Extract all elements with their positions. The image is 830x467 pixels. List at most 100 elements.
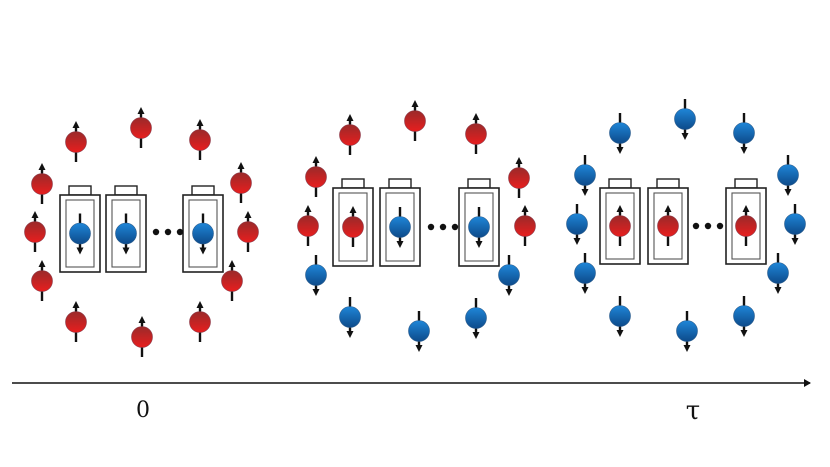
- ellipsis-dot: [176, 228, 184, 236]
- battery-cap: [114, 185, 138, 196]
- spin-arrow-up-icon: [312, 156, 320, 163]
- spin-arrow-up-icon: [196, 119, 204, 126]
- spin-arrow-down-icon: [791, 238, 799, 245]
- spin-arrow-down-icon: [312, 289, 320, 296]
- spin-ball: [508, 167, 530, 189]
- battery-inner: [653, 192, 683, 260]
- spin-arrow-up-icon: [196, 301, 204, 308]
- spin-ball: [189, 311, 211, 333]
- spin-arrow-down-icon: [616, 330, 624, 337]
- spin-up: [221, 260, 243, 301]
- spin-up: [514, 205, 536, 246]
- ellipsis-dot: [427, 223, 435, 231]
- spin-ball: [189, 129, 211, 151]
- battery: [647, 178, 689, 265]
- spin-ball: [221, 270, 243, 292]
- spin-ball: [676, 320, 698, 342]
- spin-arrow-down-icon: [740, 147, 748, 154]
- spin-ball: [468, 216, 490, 238]
- battery-cap: [656, 178, 680, 189]
- spin-ball: [733, 122, 755, 144]
- spin-arrow-up-icon: [664, 205, 672, 212]
- spin-arrow-up-icon: [616, 205, 624, 212]
- spin-down: [465, 298, 487, 339]
- spin-down: [674, 99, 696, 140]
- battery-cap: [341, 178, 365, 189]
- ellipsis-dot: [704, 222, 712, 230]
- spin-arrow-up-icon: [38, 260, 46, 267]
- stage-2: [297, 100, 536, 352]
- ellipsis-dot: [439, 223, 447, 231]
- spin-ball: [609, 305, 631, 327]
- spin-down: [777, 155, 799, 196]
- spin-up: [657, 205, 679, 246]
- battery-inner: [605, 192, 635, 260]
- spin-up: [609, 205, 631, 246]
- spin-ball: [609, 215, 631, 237]
- time-end-label: τ: [685, 396, 701, 426]
- battery: [379, 178, 421, 267]
- spin-down: [408, 311, 430, 352]
- spin-ball: [65, 131, 87, 153]
- spin-arrow-down-icon: [740, 330, 748, 337]
- spin-arrow-up-icon: [244, 211, 252, 218]
- spin-down: [574, 253, 596, 294]
- battery: [59, 185, 101, 273]
- spin-up: [189, 119, 211, 160]
- spin-arrow-up-icon: [346, 114, 354, 121]
- ellipsis-dot: [692, 222, 700, 230]
- spin-ball: [657, 215, 679, 237]
- spin-up: [24, 211, 46, 252]
- spin-ball: [733, 305, 755, 327]
- spin-ball: [31, 270, 53, 292]
- spin-up: [31, 260, 53, 301]
- spin-arrow-down-icon: [581, 189, 589, 196]
- ellipsis-dot: [716, 222, 724, 230]
- spin-up: [404, 100, 426, 141]
- spin-up: [189, 301, 211, 342]
- spin-ball: [305, 264, 327, 286]
- spin-down: [305, 255, 327, 296]
- spin-down: [468, 207, 490, 248]
- spin-ball: [609, 122, 631, 144]
- spin-down: [115, 213, 137, 255]
- spin-arrow-down-icon: [346, 331, 354, 338]
- battery: [105, 185, 147, 273]
- spin-ball: [297, 215, 319, 237]
- spin-up: [131, 316, 153, 357]
- spin-down: [69, 213, 91, 255]
- spin-down: [389, 207, 411, 248]
- spin-arrow-down-icon: [415, 345, 423, 352]
- spin-down: [609, 113, 631, 154]
- spin-down: [192, 213, 214, 255]
- spin-up: [130, 107, 152, 148]
- spin-up: [305, 156, 327, 197]
- battery: [182, 185, 224, 273]
- spin-arrow-up-icon: [72, 301, 80, 308]
- spin-down: [767, 253, 789, 294]
- spin-up: [297, 205, 319, 246]
- battery-cap: [734, 178, 758, 189]
- spin-arrow-up-icon: [138, 316, 146, 323]
- spin-ball: [130, 117, 152, 139]
- spin-arrow-down-icon: [472, 332, 480, 339]
- spin-arrow-up-icon: [237, 162, 245, 169]
- battery: [458, 178, 500, 267]
- spin-ball: [574, 164, 596, 186]
- spin-arrow-down-icon: [581, 287, 589, 294]
- battery: [332, 178, 374, 267]
- spin-arrow-up-icon: [304, 205, 312, 212]
- spin-up: [342, 206, 364, 247]
- battery: [599, 178, 641, 265]
- battery: [725, 178, 767, 265]
- spin-down: [733, 113, 755, 154]
- spin-arrow-down-icon: [396, 241, 404, 248]
- spin-arrow-up-icon: [349, 206, 357, 213]
- stage-1: [24, 107, 259, 357]
- battery-inner: [464, 192, 494, 262]
- spin-ball: [131, 326, 153, 348]
- battery-inner: [338, 192, 368, 262]
- ellipsis-dot: [451, 223, 459, 231]
- time-start-label: 0: [136, 398, 150, 423]
